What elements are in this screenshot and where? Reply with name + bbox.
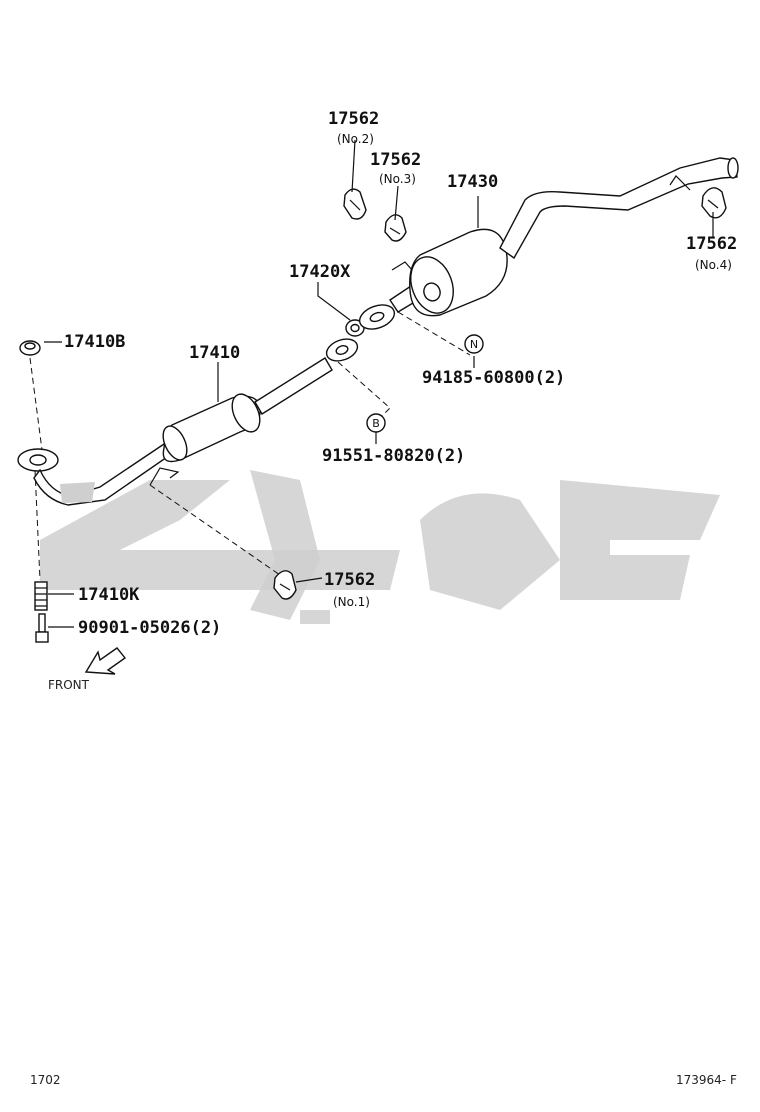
cushion-17410b xyxy=(19,340,41,356)
hanger-no4 xyxy=(701,187,727,219)
label-17562-no4: 17562 xyxy=(686,234,737,254)
front-arrow-icon xyxy=(84,647,127,675)
label-17410k: 17410K xyxy=(78,585,140,605)
label-17562-no3-sub: (No.3) xyxy=(379,172,416,186)
label-17562-no4-sub: (No.4) xyxy=(695,258,732,272)
footer-right-code: 173964- F xyxy=(676,1073,737,1087)
label-17562-no1-sub: (No.1) xyxy=(333,595,370,609)
marker-n: N xyxy=(464,334,484,354)
label-17562-no2: 17562 xyxy=(328,109,379,129)
bolt-90901 xyxy=(35,613,49,643)
label-17410: 17410 xyxy=(189,343,240,363)
label-94185: 94185-60800(2) xyxy=(422,368,565,388)
label-17562-no1: 17562 xyxy=(324,570,375,590)
label-front: FRONT xyxy=(48,678,90,692)
label-17410b: 17410B xyxy=(64,332,125,352)
hanger-no1 xyxy=(273,570,297,600)
label-17420x: 17420X xyxy=(289,262,351,282)
label-17430: 17430 xyxy=(447,172,498,192)
label-91551: 91551-80820(2) xyxy=(322,446,465,466)
marker-n-text: N xyxy=(470,338,478,351)
hanger-no3 xyxy=(384,214,407,242)
leader-lines xyxy=(44,139,714,628)
marker-b-text: B xyxy=(372,417,380,430)
exhaust-pipe-17410 xyxy=(17,338,359,506)
watermark-logo xyxy=(40,470,720,624)
footer-left-code: 1702 xyxy=(30,1073,61,1087)
spring-17410k xyxy=(34,581,48,611)
tail-pipe-17430 xyxy=(358,157,739,330)
hanger-no2 xyxy=(343,188,367,220)
marker-b: B xyxy=(366,413,386,433)
label-17562-no2-sub: (No.2) xyxy=(337,132,374,146)
label-90901: 90901-05026(2) xyxy=(78,618,221,638)
label-17562-no3: 17562 xyxy=(370,150,421,170)
